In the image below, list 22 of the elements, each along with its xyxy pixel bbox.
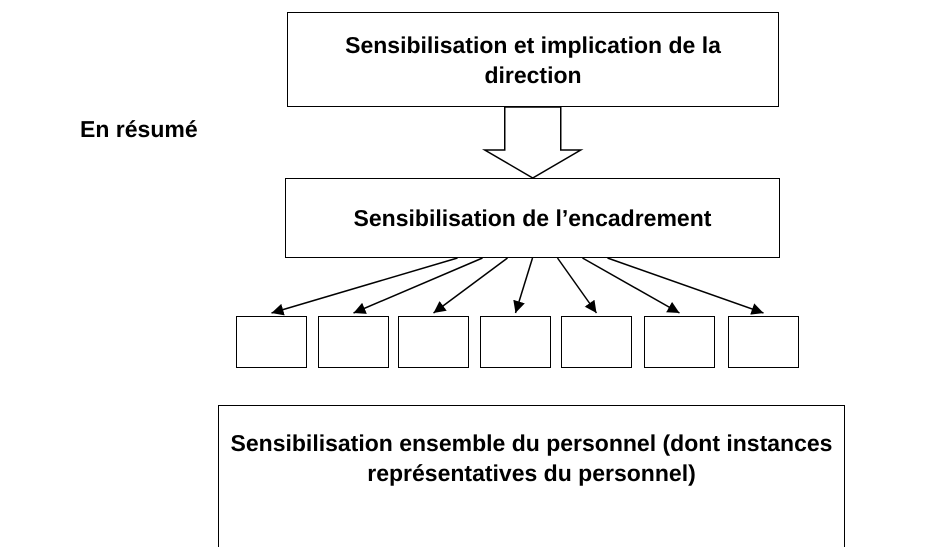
- empty-box: [236, 316, 307, 368]
- arrow: [582, 257, 680, 314]
- empty-box: [644, 316, 715, 368]
- arrow: [556, 258, 598, 314]
- empty-box: [398, 316, 469, 368]
- process-box: [218, 405, 845, 547]
- arrow: [513, 258, 534, 314]
- process-box: [285, 178, 780, 258]
- box-text: Sensibilisation et implication de la direction: [344, 30, 722, 90]
- empty-box: [318, 316, 389, 368]
- arrow: [353, 257, 483, 314]
- heading: En résumé: [80, 116, 198, 143]
- arrow: [433, 257, 508, 314]
- empty-box: [480, 316, 551, 368]
- box-text: Sensibilisation de l’encadrement: [352, 204, 712, 233]
- empty-box: [561, 316, 632, 368]
- arrow: [607, 257, 764, 315]
- arrow: [271, 257, 458, 316]
- block-arrow: [482, 106, 584, 179]
- process-box: [287, 12, 779, 107]
- box-text: Sensibilisation ensemble du personnel (dont instances représentatives du personnel): [230, 429, 834, 488]
- empty-box: [728, 316, 799, 368]
